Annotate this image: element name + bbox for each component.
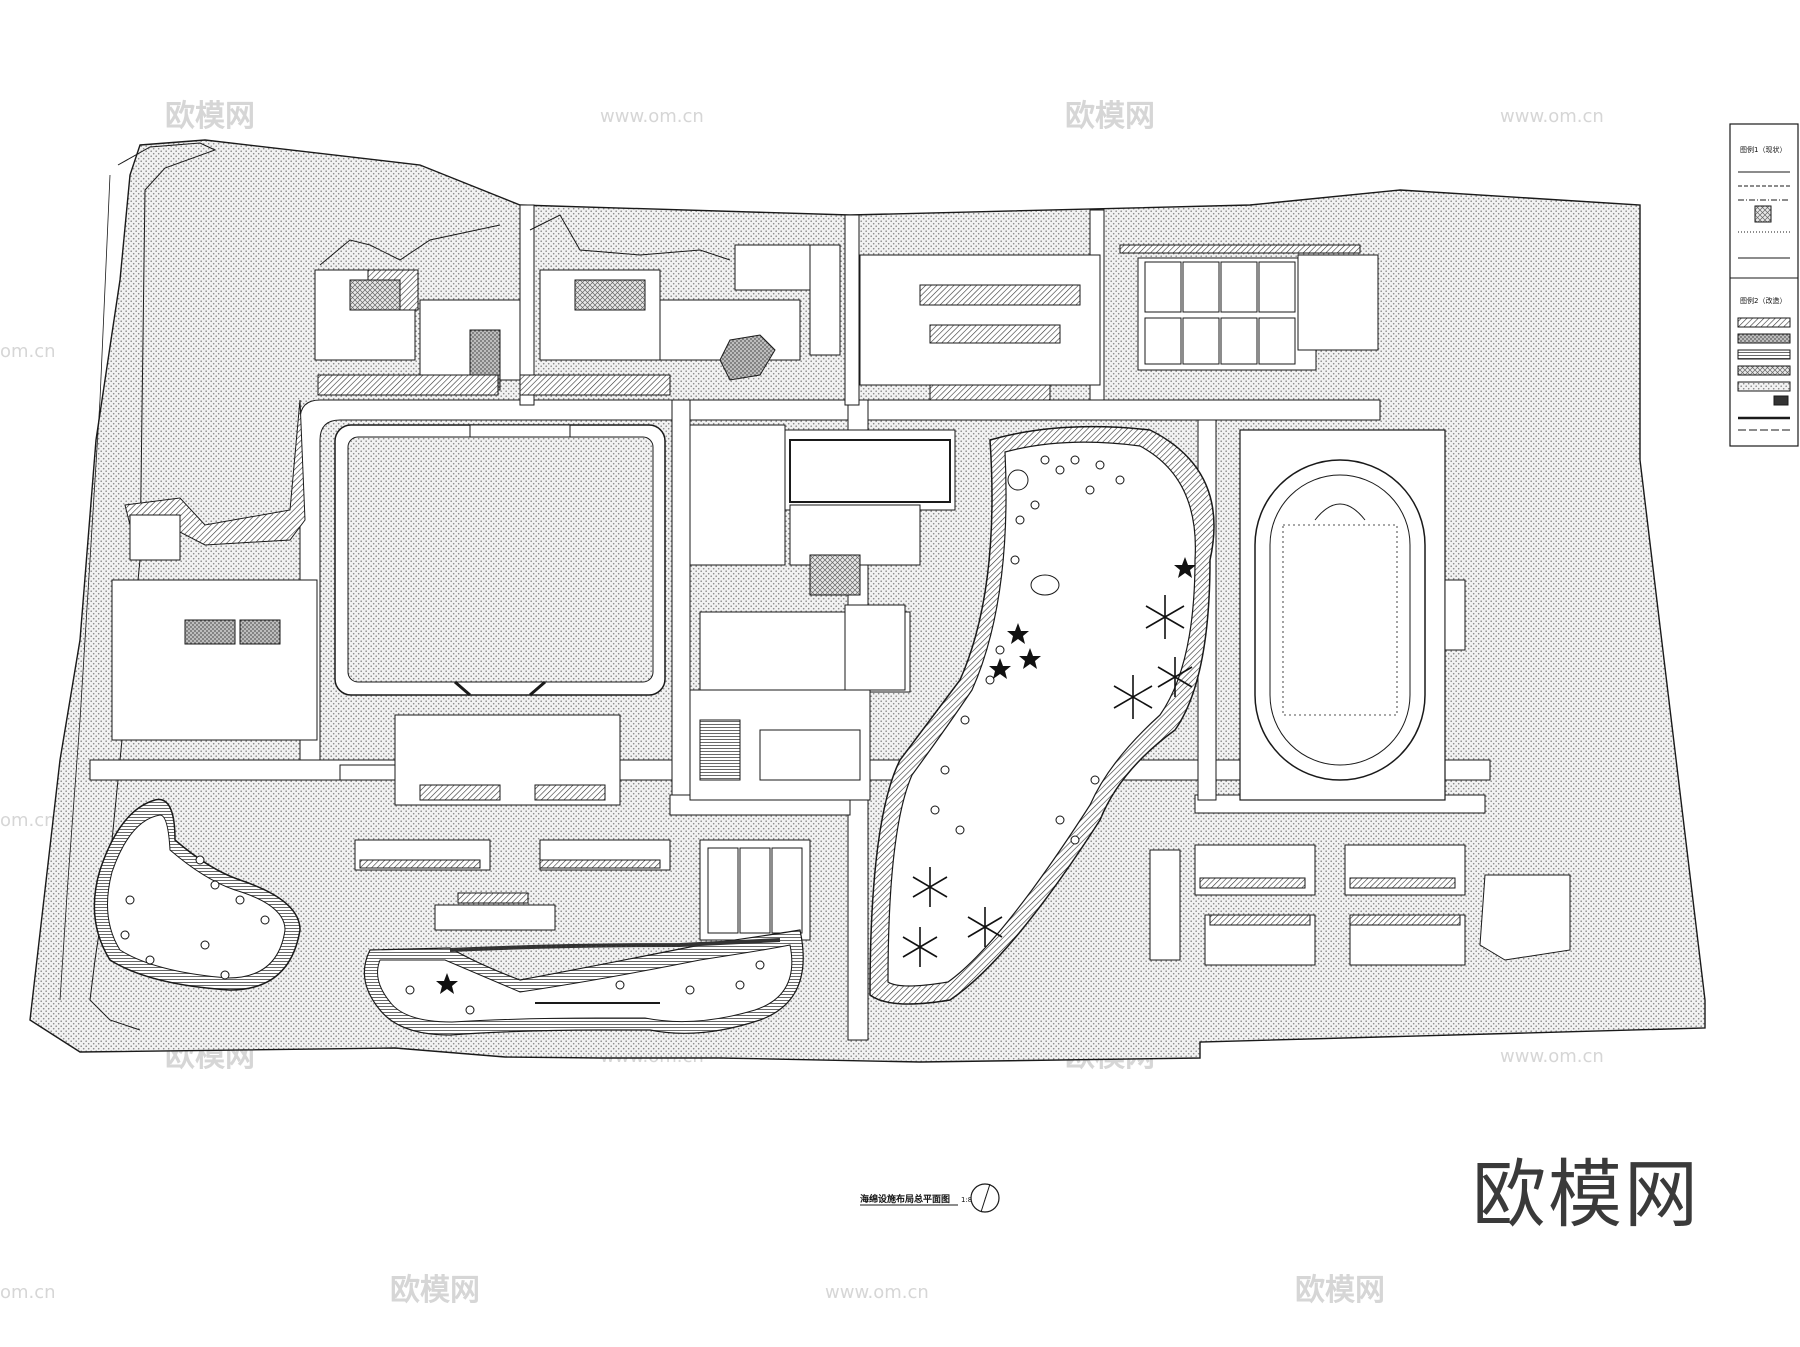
- building-cluster-north: [314, 214, 841, 396]
- central-lake: [869, 425, 1215, 1005]
- tree-symbol: [912, 867, 948, 907]
- tree-symbols: [902, 595, 1193, 967]
- legend-group2-title: 图例2（改造）: [1740, 296, 1786, 305]
- watermark-cn: 欧模网: [165, 99, 255, 134]
- watermark-cn: 欧模网: [390, 1273, 480, 1308]
- legend-group1-title: 图例1（现状）: [1740, 145, 1786, 154]
- map-title-block: 海绵设施布局总平面图 1:800: [860, 1183, 1000, 1213]
- brand-logo-text: 欧模网: [1472, 1152, 1700, 1238]
- tree-symbol: [1145, 595, 1185, 639]
- tree-symbol: [967, 907, 1003, 947]
- map-title: 海绵设施布局总平面图: [860, 1193, 950, 1205]
- shrub-symbols: [120, 455, 1125, 1015]
- tree-symbol: [1113, 675, 1153, 719]
- watermark-url: www.om.cn: [825, 1282, 929, 1303]
- building-cluster-south: [354, 839, 811, 941]
- legend-panel: 图例1（现状） 图例2（改造）: [1729, 123, 1799, 447]
- running-track: [1239, 429, 1466, 801]
- watermark-url: www.om.cn: [600, 106, 704, 127]
- watermark-cn: 欧模网: [1065, 99, 1155, 134]
- watermark-fragment: om.cn: [0, 1282, 56, 1303]
- watermark-fragment: om.cn: [0, 810, 56, 831]
- building-west: [111, 399, 318, 741]
- building-cluster-northeast: [859, 244, 1379, 401]
- watermark-url: www.om.cn: [1500, 1046, 1604, 1067]
- tree-symbol: [1157, 657, 1193, 697]
- north-arrow-icon: [970, 1183, 1000, 1213]
- building-central: [394, 424, 956, 806]
- watermark-fragment: om.cn: [0, 341, 56, 362]
- building-cluster-east: [1149, 844, 1571, 966]
- square-plaza: [334, 424, 666, 697]
- watermark-url: www.om.cn: [1500, 106, 1604, 127]
- watermark-cn: 欧模网: [1295, 1273, 1385, 1308]
- tree-symbol: [902, 927, 938, 967]
- star-shrubs: [436, 557, 1196, 994]
